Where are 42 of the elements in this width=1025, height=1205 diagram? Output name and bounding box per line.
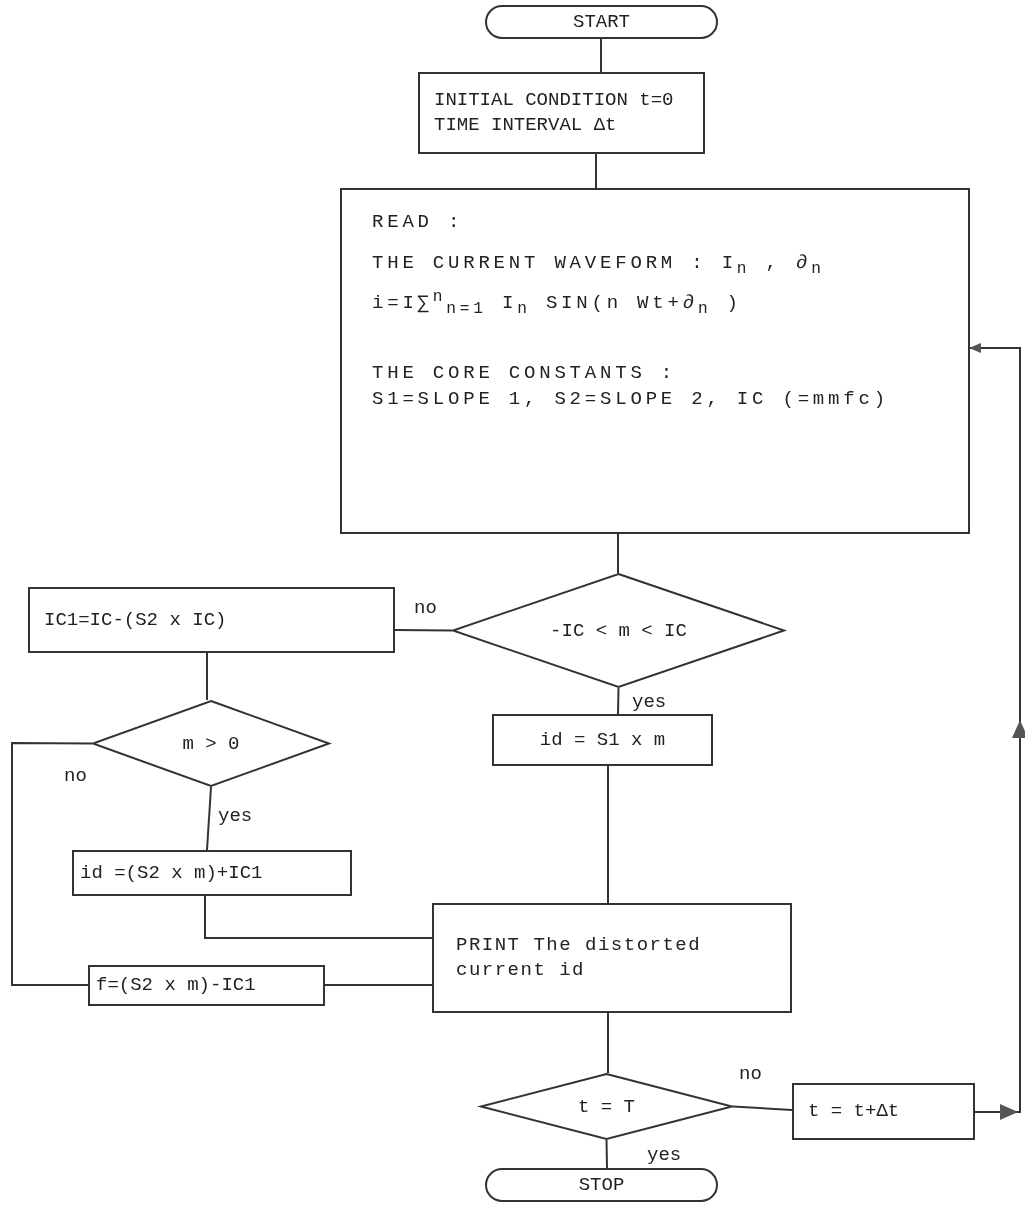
box-text: f=(S2 x m)-IC1	[96, 973, 256, 998]
connector-line	[206, 786, 212, 851]
connector-line	[607, 1012, 609, 1074]
connector-line	[605, 1139, 608, 1169]
terminal-box	[485, 1168, 718, 1202]
decision-diamond: m > 0	[92, 700, 330, 787]
process-box	[72, 850, 352, 896]
box-text: STOP	[578, 1172, 625, 1198]
connector-line	[204, 895, 433, 939]
box-text: t = t+Δt	[808, 1099, 900, 1124]
connector-line	[607, 765, 609, 904]
box-text: INITIAL CONDITION t=0	[434, 88, 674, 113]
process-box	[492, 714, 713, 766]
box-text: TIME INTERVAL Δt	[434, 113, 617, 138]
process-box	[432, 903, 792, 1013]
process-box	[418, 72, 705, 154]
box-text: i=I∑$^{n}$$_{n=1}$ I$_{n}$ SIN(n Wt+∂$_{n}$ )	[372, 287, 742, 321]
connector-line	[617, 687, 620, 715]
connector-line	[206, 652, 208, 701]
process-box	[28, 587, 395, 653]
box-text: IC1=IC-(S2 x IC)	[44, 607, 227, 633]
connector-line	[324, 984, 433, 986]
box-text: S1=SLOPE 1, S2=SLOPE 2, IC (=mmfc)	[372, 387, 889, 412]
box-text: PRINT The distorted current id	[456, 933, 703, 983]
decision-diamond: t = T	[480, 1073, 733, 1140]
box-text: id =(S2 x m)+IC1	[80, 860, 263, 886]
connector-line	[617, 533, 619, 574]
connector-line	[11, 742, 93, 986]
box-text: READ :	[372, 210, 464, 235]
connector-line	[595, 153, 597, 189]
process-box	[792, 1083, 975, 1140]
box-text: id = S1 x m	[539, 727, 666, 753]
box-text: THE CORE CONSTANTS :	[372, 360, 677, 386]
terminal-box	[485, 5, 718, 39]
connector-line	[394, 629, 453, 632]
decision-diamond: -IC < m < IC	[452, 573, 785, 688]
connector-line	[600, 38, 602, 73]
process-box	[88, 965, 325, 1006]
process-box	[340, 188, 970, 534]
connector-line	[732, 1105, 793, 1111]
box-text: THE CURRENT WAVEFORM : I$_{n}$ , ∂$_{n}$	[372, 250, 825, 280]
box-text: START	[573, 9, 630, 35]
